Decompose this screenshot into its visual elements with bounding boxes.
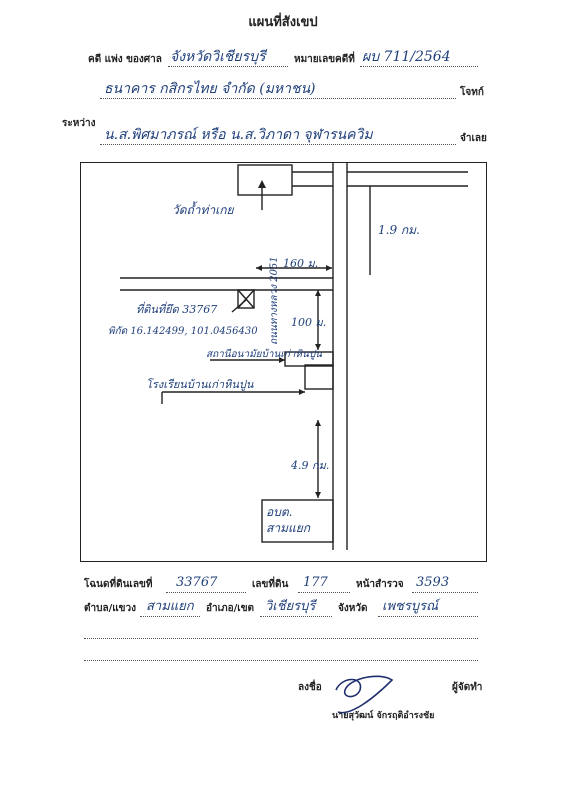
plaintiff-name: ธนาคาร กสิกรไทย จำกัด (มหาชน) [104, 81, 316, 97]
defendant-name: น.ส.พิศมาภรณ์ หรือ น.ส.วิภาดา จุฬารนควิม [104, 127, 373, 143]
subdistrict-label: ตำบล/แขวง [84, 603, 137, 614]
map-frame [80, 162, 487, 562]
health-station-box [284, 351, 334, 367]
subdistrict-value: สามแยก [146, 599, 194, 614]
land-plot [237, 289, 255, 309]
black-no-label: หมายเลขคดีที่ [294, 54, 355, 65]
court-name: จังหวัดวิเชียรบุรี [170, 49, 266, 65]
office-label-line2: สามแยก [266, 521, 311, 535]
land-arrow-line [231, 299, 247, 313]
deed-value: 33767 [176, 575, 218, 590]
arrowhead-100-bottom [315, 344, 321, 350]
temple-label: วัดถ้ำท่าเกย [172, 203, 234, 217]
district-label: อำเภอ/เขต [206, 603, 255, 614]
distance-160-label: 160 ม. [283, 257, 319, 270]
arrowhead-49-bottom [315, 492, 321, 498]
land-label: ที่ดินที่ยึด 33767 [136, 303, 218, 316]
coords-label: พิกัด 16.142499, 101.0456430 [108, 326, 258, 337]
temple-box [237, 164, 293, 196]
office-label-line1: อบต. [266, 505, 293, 519]
province-value: เพชรบูรณ์ [382, 599, 439, 614]
school-arrowhead [299, 389, 305, 395]
case-label: คดี แพ่ง ของศาล [88, 54, 162, 65]
survey-label: หน้าสำรวจ [356, 579, 404, 590]
survey-value: 3593 [416, 575, 450, 590]
arrowhead-160-left [256, 265, 262, 271]
school-label: โรงเรียนบ้านเก่าหินปูน [146, 378, 254, 391]
arrowhead-160-right [326, 265, 332, 271]
distance-49-label: 4.9 กม. [291, 459, 330, 472]
deed-label: โฉนดที่ดินเลขที่ [84, 579, 153, 590]
plaintiff-role: โจทก์ [460, 87, 484, 98]
office-box [261, 499, 334, 543]
between-label: ระหว่าง [62, 118, 96, 129]
arrowhead-49-top [315, 420, 321, 426]
land-no-label: เลขที่ดิน [252, 579, 289, 590]
sign-label: ลงชื่อ [298, 682, 322, 693]
defendant-role: จำเลย [460, 133, 487, 144]
distance-100-label: 100 ม. [291, 316, 327, 329]
school-box [304, 364, 334, 390]
province-label: จังหวัด [338, 603, 368, 614]
distance-top-right-label: 1.9 กม. [378, 223, 420, 237]
page-title: แผนที่สังเขป [248, 15, 318, 30]
preparer-label: ผู้จัดทำ [452, 682, 483, 693]
arrowhead-100-top [315, 290, 321, 296]
black-no-value: ผบ 711/2564 [362, 49, 451, 65]
preparer-name: นายสุวัฒน์ จักรฤติอำรงชัย [332, 711, 435, 721]
health-station-label: สถานีอนามัยบ้านเก่าหินปูน [206, 349, 323, 360]
health-arrowhead [279, 357, 285, 363]
land-no-value: 177 [303, 575, 328, 590]
district-value: วิเชียรบุรี [265, 599, 316, 614]
temple-arrowhead [258, 180, 266, 188]
